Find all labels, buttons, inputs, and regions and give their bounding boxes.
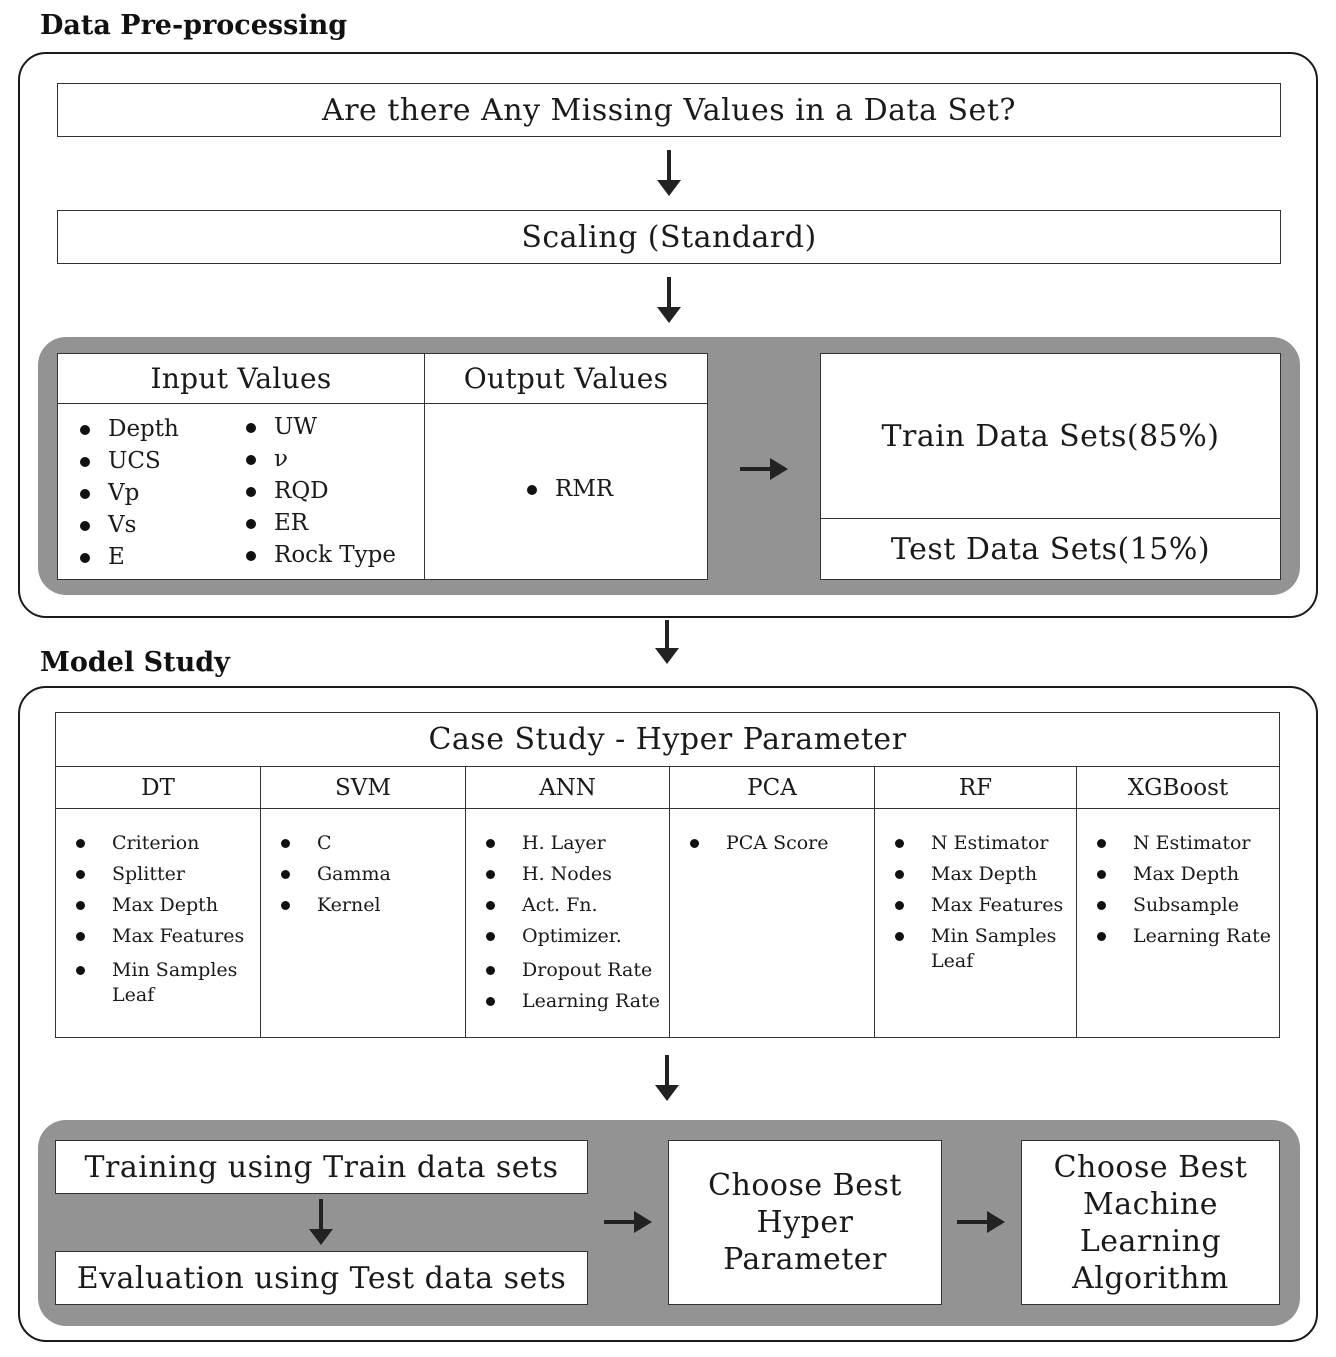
list-item: Min Samples Leaf — [889, 924, 1081, 974]
input-list-left: Depth UCS Vp Vs E — [58, 416, 228, 570]
param-list: N Estimator Max Depth Max Features Min S… — [889, 831, 1075, 974]
param-list: PCA Score — [684, 831, 870, 856]
algo-column-svm: SVM C Gamma Kernel — [261, 767, 466, 1037]
list-item: RMR — [505, 476, 695, 502]
list-item: Gamma — [275, 862, 461, 887]
algo-header: ANN — [466, 767, 669, 809]
arrow-right-icon — [957, 1208, 1007, 1236]
list-item: H. Nodes — [480, 862, 666, 887]
arrow-down-icon — [653, 620, 681, 666]
model-study-title: Model Study — [40, 647, 230, 678]
list-item: N Estimator — [1091, 831, 1279, 856]
list-item: Min Samples Leaf — [70, 958, 242, 1008]
training-box: Training using Train data sets — [55, 1140, 588, 1194]
param-list: C Gamma Kernel — [275, 831, 461, 918]
choose-hyper-parameter-box: Choose Best Hyper Parameter — [668, 1140, 942, 1305]
train-data-sets: Train Data Sets(85%) — [821, 354, 1280, 519]
evaluation-box: Evaluation using Test data sets — [55, 1251, 588, 1305]
list-item: Subsample — [1091, 893, 1279, 918]
list-item: Criterion — [70, 831, 256, 856]
list-item: Rock Type — [224, 542, 424, 568]
algo-column-dt: DT Criterion Splitter Max Depth Max Feat… — [56, 767, 261, 1037]
arrow-right-icon — [740, 455, 790, 483]
list-item: Max Depth — [1091, 862, 1279, 887]
algo-column-ann: ANN H. Layer H. Nodes Act. Fn. Optimizer… — [466, 767, 670, 1037]
list-item: ν — [224, 446, 424, 472]
list-item: UW — [224, 414, 424, 440]
list-item: N Estimator — [889, 831, 1075, 856]
algo-column-xgboost: XGBoost N Estimator Max Depth Subsample … — [1077, 767, 1279, 1037]
output-values-header: Output Values — [425, 354, 707, 404]
algo-header: RF — [875, 767, 1076, 809]
list-item: Learning Rate — [480, 989, 666, 1014]
param-list: Criterion Splitter Max Depth Max Feature… — [70, 831, 256, 1008]
list-item: UCS — [58, 448, 228, 474]
io-table: Input Values Output Values Depth UCS Vp … — [57, 353, 708, 580]
list-item: H. Layer — [480, 831, 666, 856]
split-box: Train Data Sets(85%) Test Data Sets(15%) — [820, 353, 1281, 580]
input-list-right: UW ν RQD ER Rock Type — [224, 414, 424, 568]
input-values-header: Input Values — [58, 354, 425, 404]
algo-column-pca: PCA PCA Score — [670, 767, 875, 1037]
output-list: RMR — [505, 476, 695, 502]
scaling-box: Scaling (Standard) — [57, 210, 1281, 264]
list-item: Vs — [58, 512, 228, 538]
test-data-sets: Test Data Sets(15%) — [890, 531, 1211, 567]
arrow-down-icon — [655, 277, 683, 325]
list-item: Depth — [58, 416, 228, 442]
arrow-down-icon — [307, 1199, 335, 1247]
list-item: E — [58, 544, 228, 570]
output-values-cell: RMR — [425, 404, 707, 579]
algo-header: XGBoost — [1077, 767, 1279, 809]
missing-values-box: Are there Any Missing Values in a Data S… — [57, 83, 1281, 137]
list-item: Vp — [58, 480, 228, 506]
list-item: Learning Rate — [1091, 924, 1279, 949]
algo-header: DT — [56, 767, 260, 809]
list-item: Act. Fn. — [480, 893, 666, 918]
arrow-right-icon — [604, 1208, 654, 1236]
list-item: C — [275, 831, 461, 856]
choose-ml-algorithm-box: Choose Best Machine Learning Algorithm — [1021, 1140, 1280, 1305]
param-list: H. Layer H. Nodes Act. Fn. Optimizer. Dr… — [480, 831, 666, 1014]
list-item: Splitter — [70, 862, 256, 887]
list-item: Max Depth — [889, 862, 1075, 887]
case-study-table: Case Study - Hyper Parameter DT Criterio… — [55, 712, 1280, 1038]
list-item: Optimizer. — [480, 924, 666, 949]
arrow-down-icon — [655, 150, 683, 198]
param-list: N Estimator Max Depth Subsample Learning… — [1091, 831, 1279, 949]
list-item: RQD — [224, 478, 424, 504]
list-item: Kernel — [275, 893, 461, 918]
list-item: PCA Score — [684, 831, 870, 856]
input-values-cell: Depth UCS Vp Vs E UW ν RQD ER Rock Type — [58, 404, 425, 579]
list-item: ER — [224, 510, 424, 536]
list-item: Max Features — [889, 893, 1075, 918]
algo-header: PCA — [670, 767, 874, 809]
case-study-header: Case Study - Hyper Parameter — [56, 713, 1279, 767]
list-item: Max Features — [70, 924, 256, 949]
algo-header: SVM — [261, 767, 465, 809]
list-item: Dropout Rate — [480, 958, 666, 983]
list-item: Max Depth — [70, 893, 256, 918]
algo-column-rf: RF N Estimator Max Depth Max Features Mi… — [875, 767, 1077, 1037]
arrow-down-icon — [653, 1055, 681, 1103]
preprocessing-title: Data Pre-processing — [40, 10, 348, 41]
